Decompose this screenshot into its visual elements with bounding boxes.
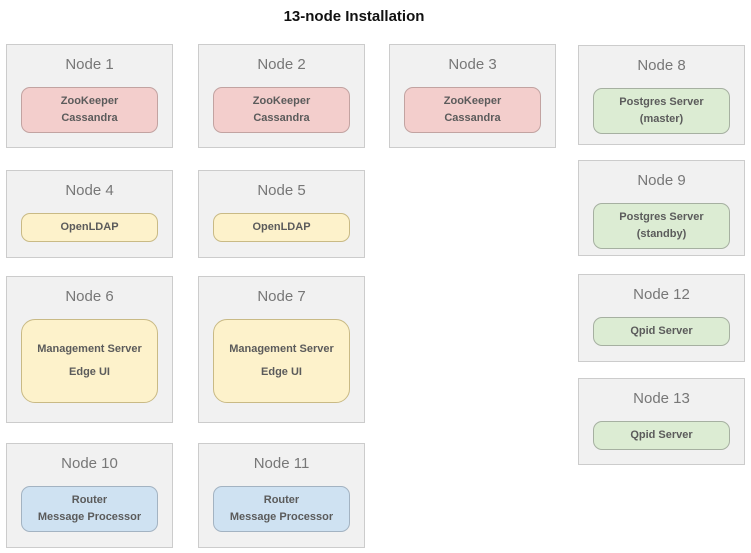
node-label: Node 5: [257, 182, 306, 199]
service-box-openldap: OpenLDAP: [213, 213, 350, 242]
node-2: Node 2 ZooKeeper Cassandra: [198, 44, 365, 148]
service-box-postgres-standby: Postgres Server (standby): [593, 203, 730, 249]
service-label: ZooKeeper: [252, 95, 311, 107]
node-label: Node 12: [633, 286, 690, 303]
node-9: Node 9 Postgres Server (standby): [578, 160, 745, 256]
service-label: ZooKeeper: [443, 95, 502, 107]
service-box-zookeeper-cassandra: ZooKeeper Cassandra: [21, 87, 158, 133]
service-label: Cassandra: [253, 112, 310, 124]
service-label: Management Server: [37, 343, 142, 355]
service-label: OpenLDAP: [252, 221, 311, 233]
service-box-openldap: OpenLDAP: [21, 213, 158, 242]
service-label: Message Processor: [229, 511, 334, 523]
node-label: Node 9: [637, 172, 686, 189]
service-label: Management Server: [229, 343, 334, 355]
service-box-postgres-master: Postgres Server (master): [593, 88, 730, 134]
service-box-router-message-processor: Router Message Processor: [21, 486, 158, 532]
service-label: Cassandra: [61, 112, 118, 124]
node-label: Node 1: [65, 56, 114, 73]
service-box-router-message-processor: Router Message Processor: [213, 486, 350, 532]
service-label: Router: [263, 494, 300, 506]
service-label: Cassandra: [444, 112, 501, 124]
node-1: Node 1 ZooKeeper Cassandra: [6, 44, 173, 148]
node-label: Node 4: [65, 182, 114, 199]
service-label: ZooKeeper: [60, 95, 119, 107]
service-label: Router: [71, 494, 108, 506]
node-label: Node 2: [257, 56, 306, 73]
service-label: Edge UI: [69, 366, 110, 378]
service-label: Qpid Server: [630, 325, 693, 337]
service-label: (master): [639, 113, 684, 125]
service-box-management-server-edge-ui: Management Server Edge UI: [21, 319, 158, 403]
service-label: Postgres Server: [619, 211, 704, 223]
service-label: (standby): [636, 228, 687, 240]
node-6: Node 6 Management Server Edge UI: [6, 276, 173, 423]
node-13: Node 13 Qpid Server: [578, 378, 745, 465]
node-5: Node 5 OpenLDAP: [198, 170, 365, 258]
node-12: Node 12 Qpid Server: [578, 274, 745, 362]
node-label: Node 10: [61, 455, 118, 472]
service-label: OpenLDAP: [60, 221, 119, 233]
node-11: Node 11 Router Message Processor: [198, 443, 365, 548]
node-label: Node 3: [448, 56, 497, 73]
node-3: Node 3 ZooKeeper Cassandra: [389, 44, 556, 148]
node-10: Node 10 Router Message Processor: [6, 443, 173, 548]
service-box-management-server-edge-ui: Management Server Edge UI: [213, 319, 350, 403]
service-label: Qpid Server: [630, 429, 693, 441]
node-label: Node 8: [637, 57, 686, 74]
node-label: Node 6: [65, 288, 114, 305]
service-box-zookeeper-cassandra: ZooKeeper Cassandra: [213, 87, 350, 133]
node-label: Node 11: [253, 455, 310, 472]
node-4: Node 4 OpenLDAP: [6, 170, 173, 258]
diagram-title: 13-node Installation: [283, 8, 425, 25]
node-label: Node 7: [257, 288, 306, 305]
service-box-zookeeper-cassandra: ZooKeeper Cassandra: [404, 87, 541, 133]
service-label: Edge UI: [261, 366, 302, 378]
service-label: Message Processor: [37, 511, 142, 523]
node-label: Node 13: [633, 390, 690, 407]
node-8: Node 8 Postgres Server (master): [578, 45, 745, 145]
service-label: Postgres Server: [619, 96, 704, 108]
service-box-qpid-server: Qpid Server: [593, 317, 730, 346]
service-box-qpid-server: Qpid Server: [593, 421, 730, 450]
node-7: Node 7 Management Server Edge UI: [198, 276, 365, 423]
